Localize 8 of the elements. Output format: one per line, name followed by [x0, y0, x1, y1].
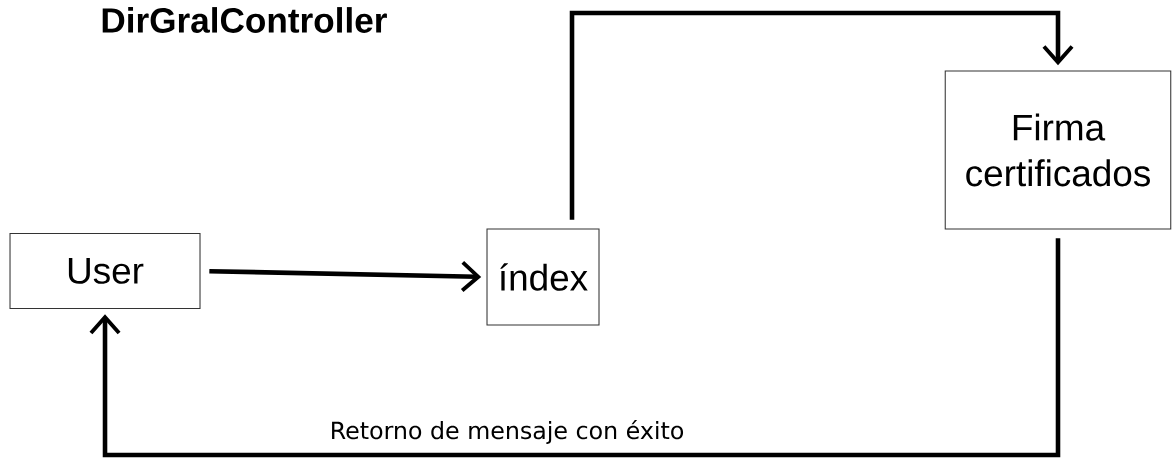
edge-label: Retorno de mensaje con éxito [332, 420, 684, 444]
title: DirGralController [102, 7, 387, 33]
arrow [89, 238, 1061, 458]
process-box: índex [486, 228, 600, 326]
process-box: User [9, 232, 201, 309]
arrow [209, 261, 482, 292]
process-box: Firma certificados [944, 70, 1172, 230]
arrow [569, 10, 1074, 220]
